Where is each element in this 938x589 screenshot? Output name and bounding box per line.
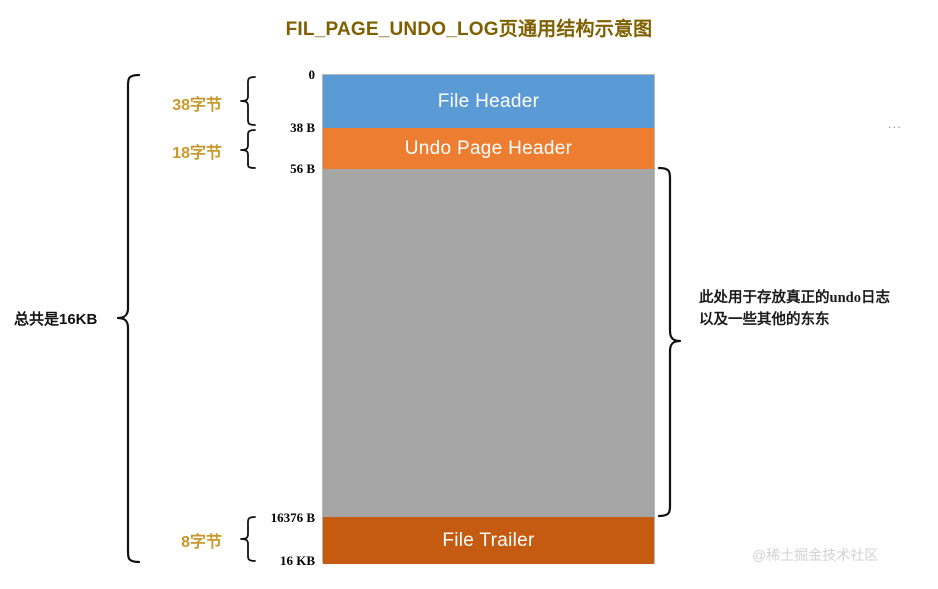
size-label-18-bytes: 18字节 [172,145,222,162]
block-label-undo-page-header: Undo Page Header [404,137,573,159]
ellipsis-marker: ... [888,116,902,131]
offset-label-38b: 38 B [290,120,315,135]
total-size-label: 总共是16KB [14,311,98,328]
block-label-file-trailer: File Trailer [442,529,535,551]
page-structure-column: File Header Undo Page Header File Traile… [322,74,655,564]
offset-label-56b: 56 B [290,161,315,176]
size-label-38-bytes: 38字节 [172,97,222,114]
block-label-file-header: File Header [437,90,540,112]
block-file-header: File Header [323,75,654,128]
page-title: FIL_PAGE_UNDO_LOG页通用结构示意图 [285,19,653,40]
block-undo-page-header: Undo Page Header [323,128,654,169]
body-annotation-line-1: 此处用于存放真正的undo日志 [699,290,890,306]
body-annotation: 此处用于存放真正的undo日志 以及一些其他的东东 [699,287,929,332]
size-label-8-bytes: 8字节 [181,534,222,551]
brace-38-bytes [240,76,256,126]
offset-label-16kb: 16 KB [279,553,315,568]
block-file-trailer: File Trailer [323,517,654,564]
offset-label-0: 0 [308,67,316,82]
offset-label-16376b: 16376 B [270,510,315,525]
brace-undo-body [657,166,682,518]
block-undo-body [323,169,654,517]
watermark: @稀土掘金技术社区 [752,547,879,563]
body-annotation-line-2: 以及一些其他的东东 [699,312,830,329]
